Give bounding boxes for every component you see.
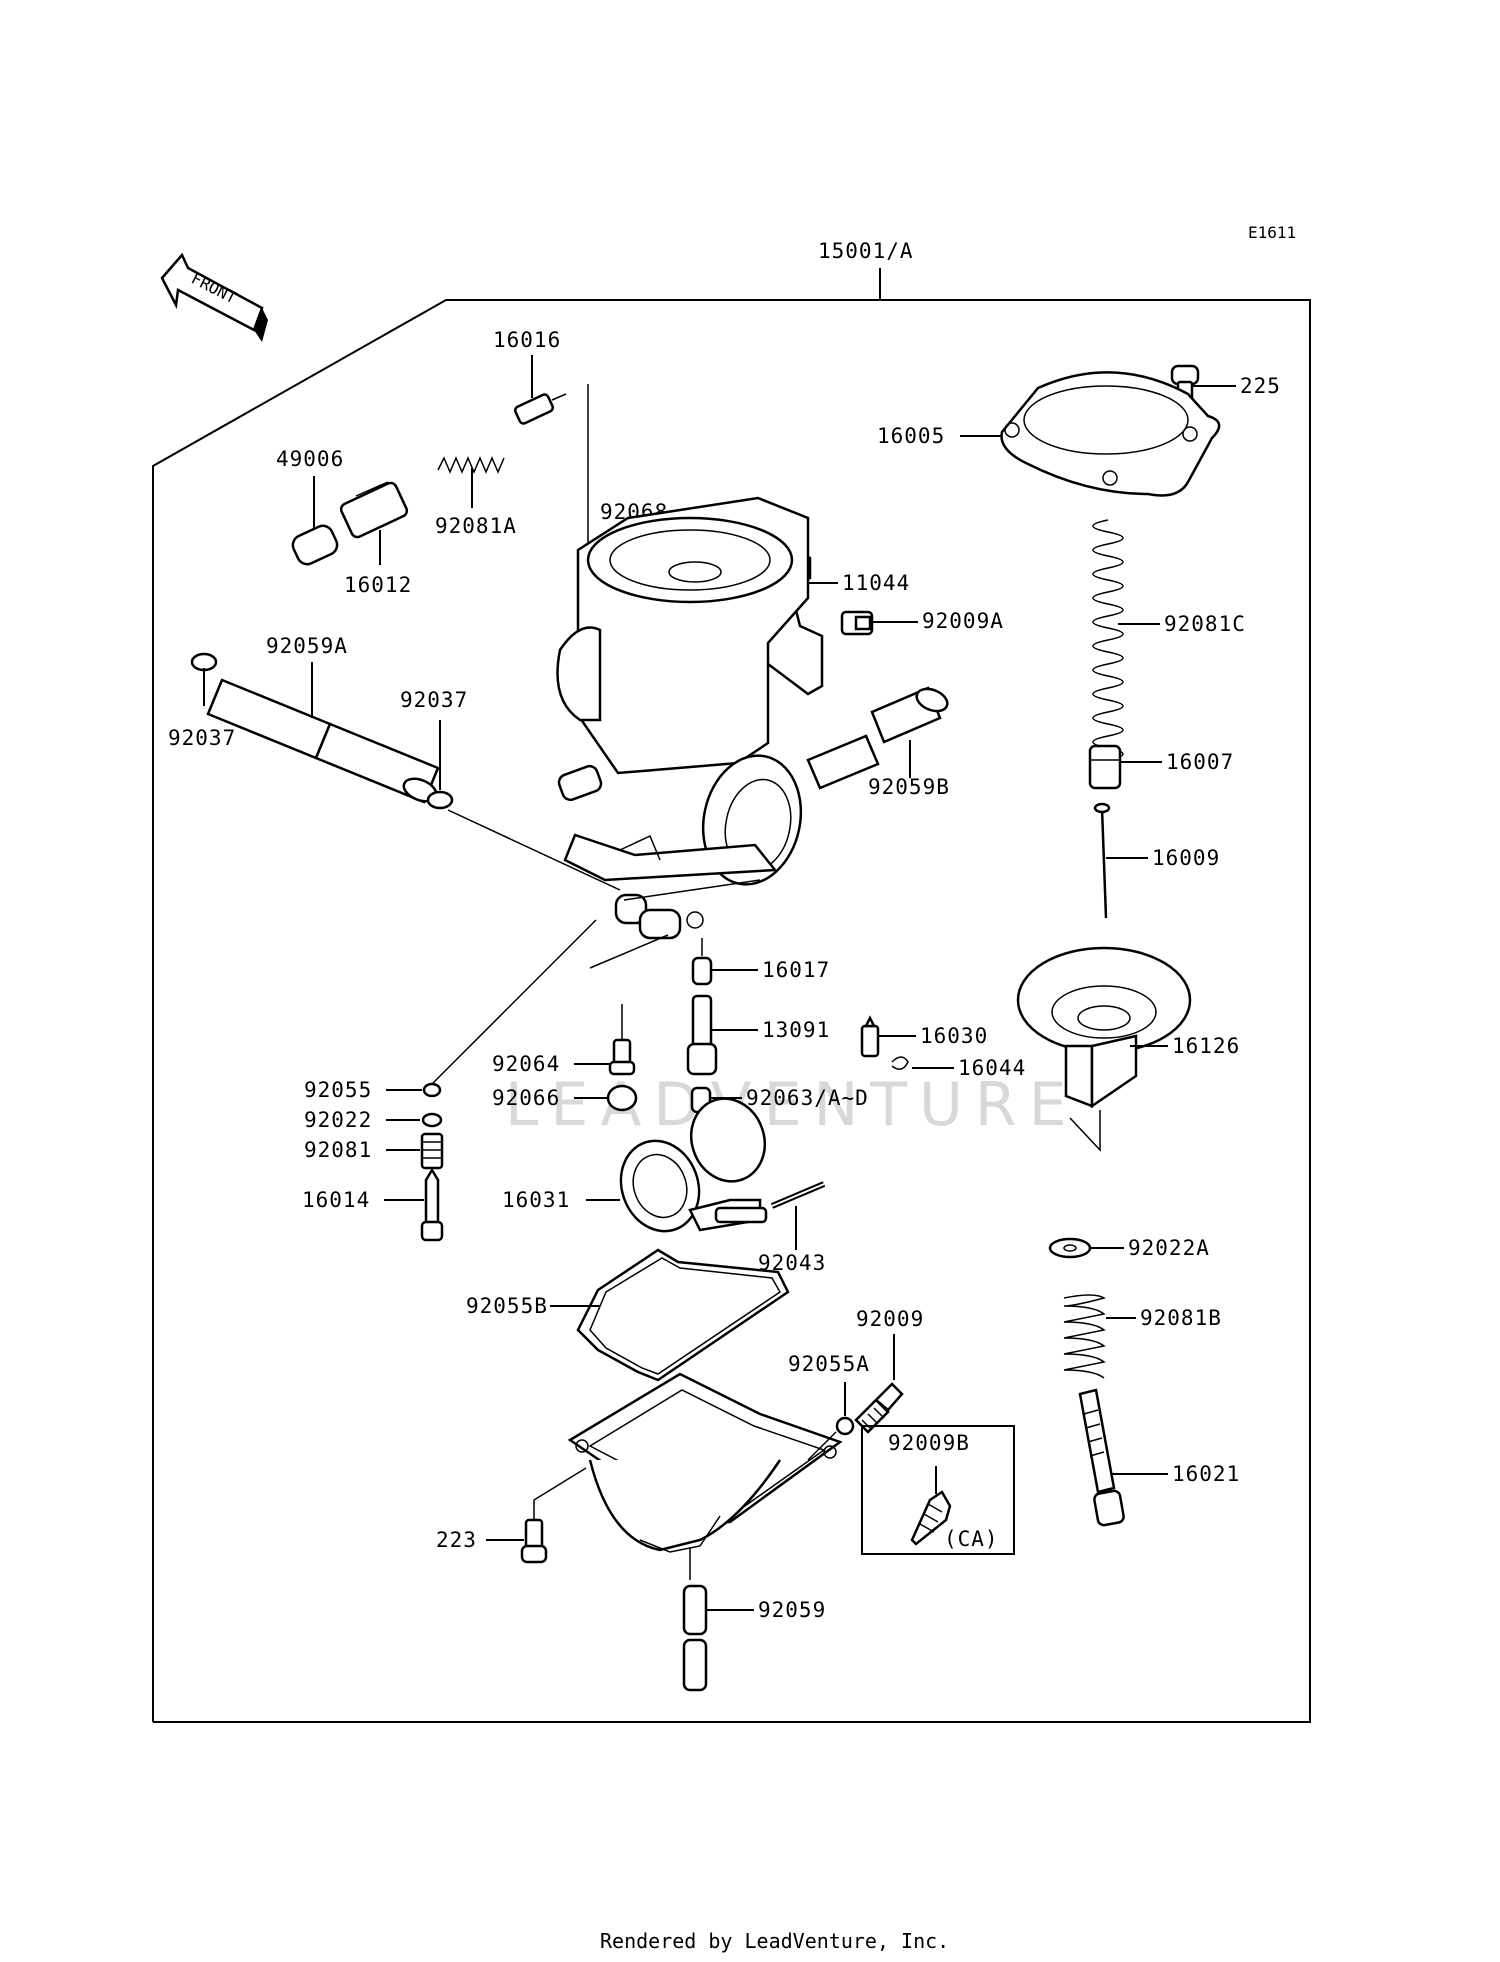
part-16009-needle xyxy=(1093,802,1111,919)
part-16014-screw xyxy=(420,1167,444,1242)
part-16005-cover xyxy=(1000,371,1221,497)
label-92037-right: 92037 xyxy=(400,688,468,712)
label-92055: 92055 xyxy=(304,1078,372,1102)
part-16017 xyxy=(691,956,713,986)
label-92009A: 92009A xyxy=(922,609,1004,633)
part-16021-screw xyxy=(1078,1388,1125,1527)
label-16014: 16014 xyxy=(302,1188,370,1212)
part-92055B-gasket xyxy=(576,1248,790,1382)
part-92059A-hose xyxy=(206,678,440,804)
front-arrow-icon: FRONT xyxy=(160,252,268,342)
label-92059: 92059 xyxy=(758,1598,826,1622)
part-92055A-oring xyxy=(835,1416,855,1436)
label-92022: 92022 xyxy=(304,1108,372,1132)
part-49006 xyxy=(291,524,339,566)
label-92055A: 92055A xyxy=(788,1352,870,1376)
ca-variant-box xyxy=(861,1425,1015,1555)
label-92064: 92064 xyxy=(492,1052,560,1076)
label-16007: 16007 xyxy=(1166,750,1234,774)
label-92055B: 92055B xyxy=(466,1294,548,1318)
part-92081-spring xyxy=(420,1132,444,1170)
label-92022A: 92022A xyxy=(1128,1236,1210,1260)
label-49006: 49006 xyxy=(276,447,344,471)
label-11044: 11044 xyxy=(842,571,910,595)
assembly-outline xyxy=(152,268,1311,1723)
part-16044 xyxy=(891,1056,909,1070)
part-92055 xyxy=(422,1082,442,1098)
part-16016 xyxy=(513,393,567,425)
carburetor-body xyxy=(556,384,810,940)
part-float-bowl xyxy=(567,1372,843,1580)
label-16009: 16009 xyxy=(1152,846,1220,870)
part-92043-pin xyxy=(770,1181,826,1209)
label-92081B: 92081B xyxy=(1140,1306,1222,1330)
part-92059-drain-tube xyxy=(682,1584,708,1692)
label-16021: 16021 xyxy=(1172,1462,1240,1486)
part-16126-piston xyxy=(1016,946,1192,1109)
part-92022 xyxy=(421,1112,443,1128)
part-92037-clip-left xyxy=(190,652,218,672)
part-92037-clip-right xyxy=(426,790,454,810)
footer-credit: Rendered by LeadVenture, Inc. xyxy=(600,1929,949,1953)
part-92009-screw xyxy=(854,1382,904,1434)
part-223-screw xyxy=(520,1518,548,1564)
label-16126: 16126 xyxy=(1172,1034,1240,1058)
part-92022A-washer xyxy=(1048,1237,1092,1259)
label-16005: 16005 xyxy=(877,424,945,448)
part-16030 xyxy=(860,1015,880,1058)
label-92081C: 92081C xyxy=(1164,612,1246,636)
part-92081C-spring xyxy=(1092,519,1124,761)
watermark: LEADVENTURE xyxy=(505,1070,1079,1140)
label-92081: 92081 xyxy=(304,1138,372,1162)
label-92081A: 92081A xyxy=(435,514,517,538)
part-13091 xyxy=(686,994,718,1076)
part-16007-holder xyxy=(1088,744,1122,790)
label-16017: 16017 xyxy=(762,958,830,982)
label-92037-left: 92037 xyxy=(168,726,236,750)
label-16012: 16012 xyxy=(344,573,412,597)
label-92059B: 92059B xyxy=(868,775,950,799)
label-225: 225 xyxy=(1240,374,1281,398)
label-92059A: 92059A xyxy=(266,634,348,658)
part-92081A-spring xyxy=(437,456,505,474)
label-16031: 16031 xyxy=(502,1188,570,1212)
diagram-code: E1611 xyxy=(1248,223,1296,242)
label-15001A: 15001/A xyxy=(818,239,914,263)
label-223: 223 xyxy=(436,1528,477,1552)
part-92009A-screw xyxy=(840,610,874,636)
label-92063: 92063/A~D xyxy=(746,1086,869,1110)
label-13091: 13091 xyxy=(762,1018,830,1042)
label-92066: 92066 xyxy=(492,1086,560,1110)
label-92009: 92009 xyxy=(856,1307,924,1331)
label-16044: 16044 xyxy=(958,1056,1026,1080)
part-92081B-spring xyxy=(1063,1294,1106,1379)
part-92059B-hose xyxy=(806,686,949,790)
part-92064 xyxy=(608,1038,636,1076)
part-16031-float xyxy=(619,1097,768,1233)
label-92009B: 92009B xyxy=(888,1431,970,1455)
label-16030: 16030 xyxy=(920,1024,988,1048)
label-16016: 16016 xyxy=(493,328,561,352)
part-92066 xyxy=(606,1084,638,1112)
variant-note: (CA) xyxy=(944,1527,999,1551)
part-16012 xyxy=(339,481,409,539)
